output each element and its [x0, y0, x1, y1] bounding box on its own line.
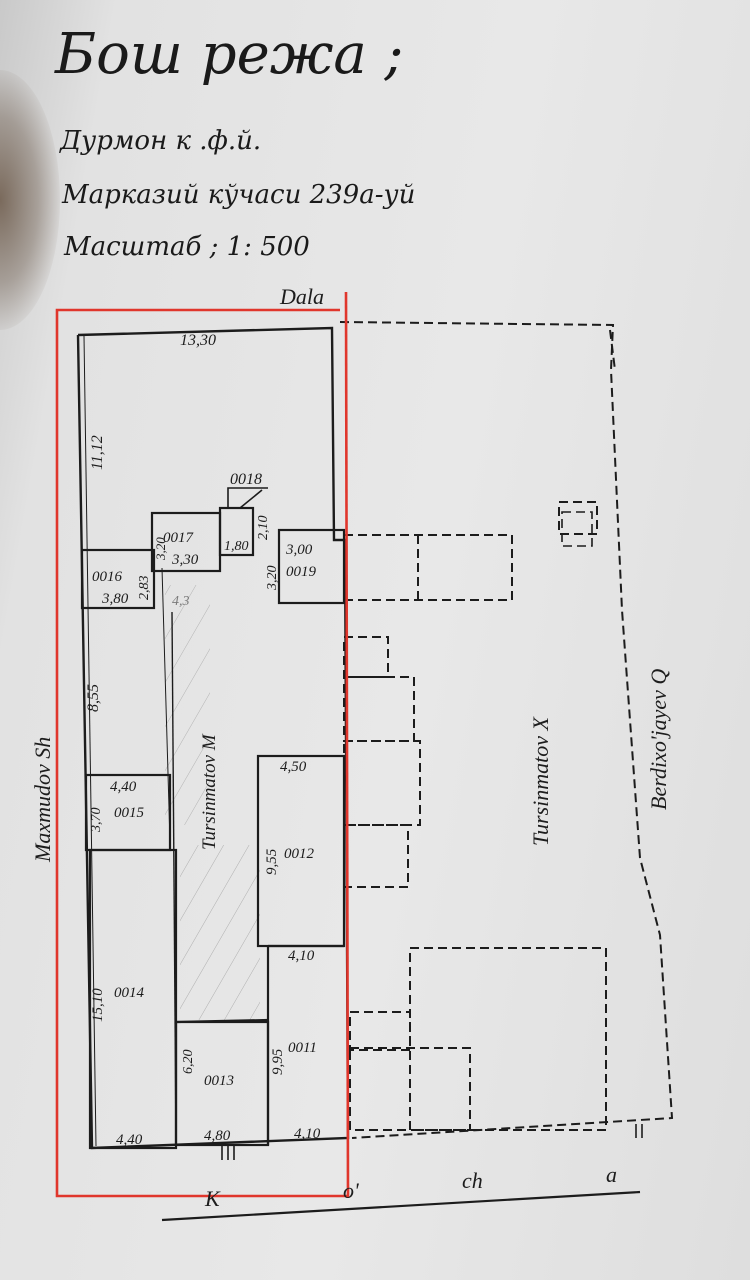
dim-0018-w: 1,80 [224, 539, 249, 554]
dim-0016-w: 3,80 [101, 591, 129, 607]
dim-0015-h: 3,70 [89, 808, 104, 834]
label-0014: 0014 [114, 985, 145, 1001]
buildings [80, 487, 346, 1150]
pencil-hatch-lower [180, 845, 260, 1020]
dim-0011-w: 4,10 [288, 948, 315, 964]
dim-left-mid: 8,55 [85, 684, 102, 712]
label-north: Dala [279, 284, 324, 309]
label-0018: 0018 [230, 471, 262, 488]
dim-bottom-2: 4,80 [204, 1128, 231, 1144]
street-letter-1: K [204, 1186, 221, 1211]
dim-bottom-1: 4,40 [116, 1132, 143, 1148]
neighbour-middle: Tursinmatov X [528, 715, 553, 846]
street-letter-2: o' [343, 1178, 359, 1203]
dim-0019-w: 3,00 [285, 542, 313, 558]
well-outer [558, 501, 598, 535]
dim-0012-w: 4,50 [280, 759, 307, 775]
pencil-mark: 4,3 [172, 594, 190, 609]
owner-main: Tursinmatov M [199, 733, 220, 850]
label-0019: 0019 [286, 564, 317, 580]
street-line [161, 1190, 641, 1222]
building-0016 [80, 548, 156, 610]
label-0015: 0015 [114, 805, 145, 821]
dim-0013-h: 6,20 [181, 1050, 196, 1075]
street-letter-3: ch [462, 1168, 483, 1193]
red-boundary-overlay [55, 291, 350, 1199]
gate-ticks [221, 1124, 643, 1160]
neighbour-east: Berdixo'jayev Q [646, 669, 671, 810]
address-locality: Дурмон к .ф.й. [60, 126, 262, 156]
address-street: Марказий кўчаси 239а-уй [62, 180, 416, 210]
label-0016: 0016 [92, 569, 123, 585]
dim-0016-h: 2,83 [137, 576, 152, 601]
dim-0014-h: 15,10 [90, 988, 106, 1022]
dim-0011-h: 9,95 [270, 1048, 286, 1075]
plan-labels: Dala 13,30 11,12 0018 0017 3,30 3,20 1,8… [30, 284, 671, 1211]
page-title: Бош режа ; [55, 22, 404, 87]
label-0013: 0013 [204, 1073, 234, 1089]
building-0014 [88, 848, 178, 1150]
dim-0015-w: 4,40 [110, 779, 137, 795]
building-0018-leader [227, 487, 268, 508]
label-0017: 0017 [163, 530, 195, 546]
building-0018 [218, 506, 255, 557]
neighbour-lot-outline [339, 321, 674, 1139]
well-inner [561, 511, 593, 547]
street-letter-4: a [606, 1162, 617, 1187]
neighbour-west: Maxmudov Sh [30, 737, 55, 863]
label-0011: 0011 [288, 1040, 317, 1056]
dim-0017-h: 3,20 [153, 537, 168, 561]
dim-0017-w: 3,30 [171, 552, 199, 568]
label-0012: 0012 [284, 846, 315, 862]
dim-0018-h: 2,10 [256, 516, 271, 541]
dim-bottom-3: 4,10 [294, 1126, 321, 1142]
dim-top: 13,30 [180, 332, 216, 349]
dim-left-top: 11,12 [89, 435, 106, 470]
dim-0019-h: 3,20 [265, 566, 280, 592]
dim-0012-h: 9,55 [264, 848, 280, 875]
scale-label: Масштаб ; 1: 500 [64, 232, 310, 262]
